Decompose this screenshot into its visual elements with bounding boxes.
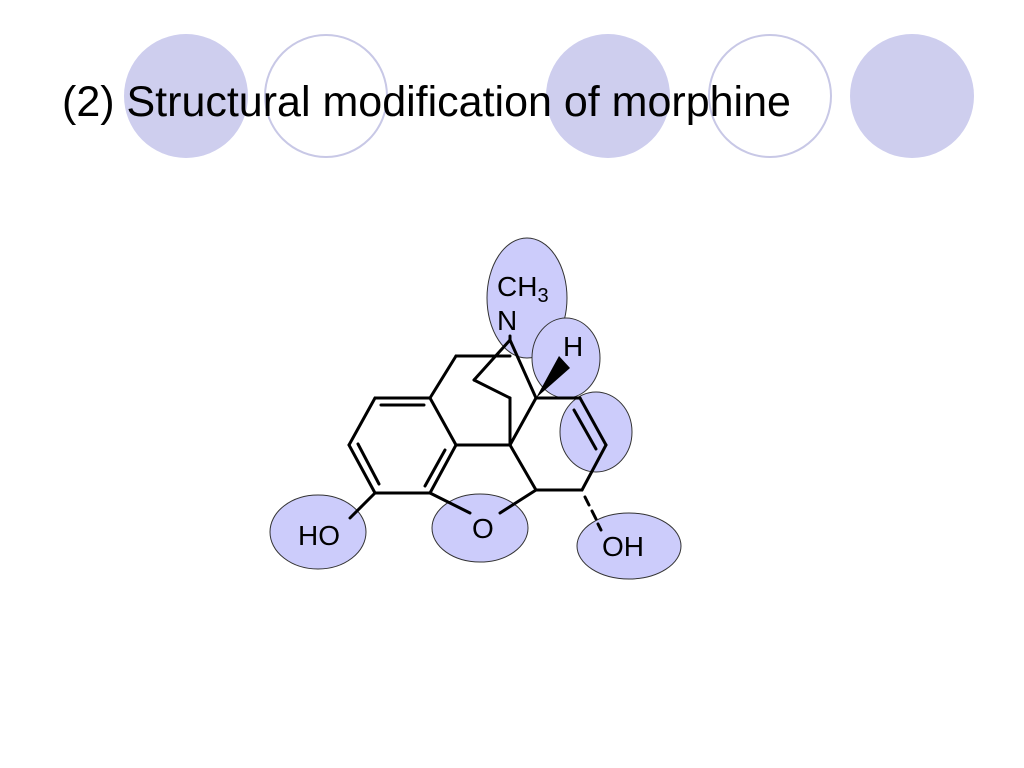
hash-segment bbox=[596, 522, 603, 532]
label-phenol-ho: HO bbox=[298, 520, 340, 551]
highlight-phenol-oh bbox=[269, 494, 367, 570]
bond bbox=[347, 396, 377, 447]
bond bbox=[428, 491, 472, 515]
bond-double bbox=[356, 442, 381, 486]
bond-double bbox=[572, 408, 598, 451]
label-nitrogen: N bbox=[497, 305, 517, 336]
bond bbox=[472, 338, 512, 382]
label-ch: CH bbox=[497, 271, 537, 302]
hash-segment bbox=[583, 495, 591, 507]
label-ch3: CH3 bbox=[497, 271, 549, 307]
bond bbox=[347, 443, 377, 495]
hash-segment bbox=[590, 509, 598, 521]
bond bbox=[508, 396, 538, 447]
label-ether-oxygen: O bbox=[472, 513, 494, 544]
decor-circle-outline-1 bbox=[264, 34, 388, 158]
label-alcohol-oh: OH bbox=[602, 531, 644, 562]
bond bbox=[498, 488, 538, 515]
bond bbox=[580, 443, 608, 492]
wedge-bond-h bbox=[536, 356, 570, 398]
bond bbox=[428, 354, 458, 400]
bond bbox=[578, 396, 608, 447]
label-ch-subscript: 3 bbox=[537, 285, 548, 307]
decor-circle-filled-2 bbox=[546, 34, 670, 158]
slide-title: (2) Structural modification of morphine bbox=[62, 78, 791, 126]
highlight-regions bbox=[269, 237, 682, 580]
bond-double bbox=[423, 448, 447, 488]
bond bbox=[428, 396, 458, 447]
hashed-bond-oh bbox=[583, 495, 603, 532]
bond bbox=[348, 491, 377, 520]
highlight-double-bond bbox=[559, 391, 633, 473]
decor-circle-filled-1 bbox=[124, 34, 248, 158]
bond bbox=[472, 378, 512, 400]
decor-circle-filled-3 bbox=[850, 34, 974, 158]
bonds bbox=[347, 334, 608, 520]
bond bbox=[428, 443, 458, 495]
label-hydrogen: H bbox=[563, 331, 583, 362]
highlight-alcohol-oh bbox=[576, 512, 682, 580]
bond bbox=[508, 443, 538, 492]
atom-labels: CH3 N H O HO OH bbox=[298, 271, 644, 562]
bond bbox=[508, 338, 538, 400]
decor-circle-outline-2 bbox=[708, 34, 832, 158]
